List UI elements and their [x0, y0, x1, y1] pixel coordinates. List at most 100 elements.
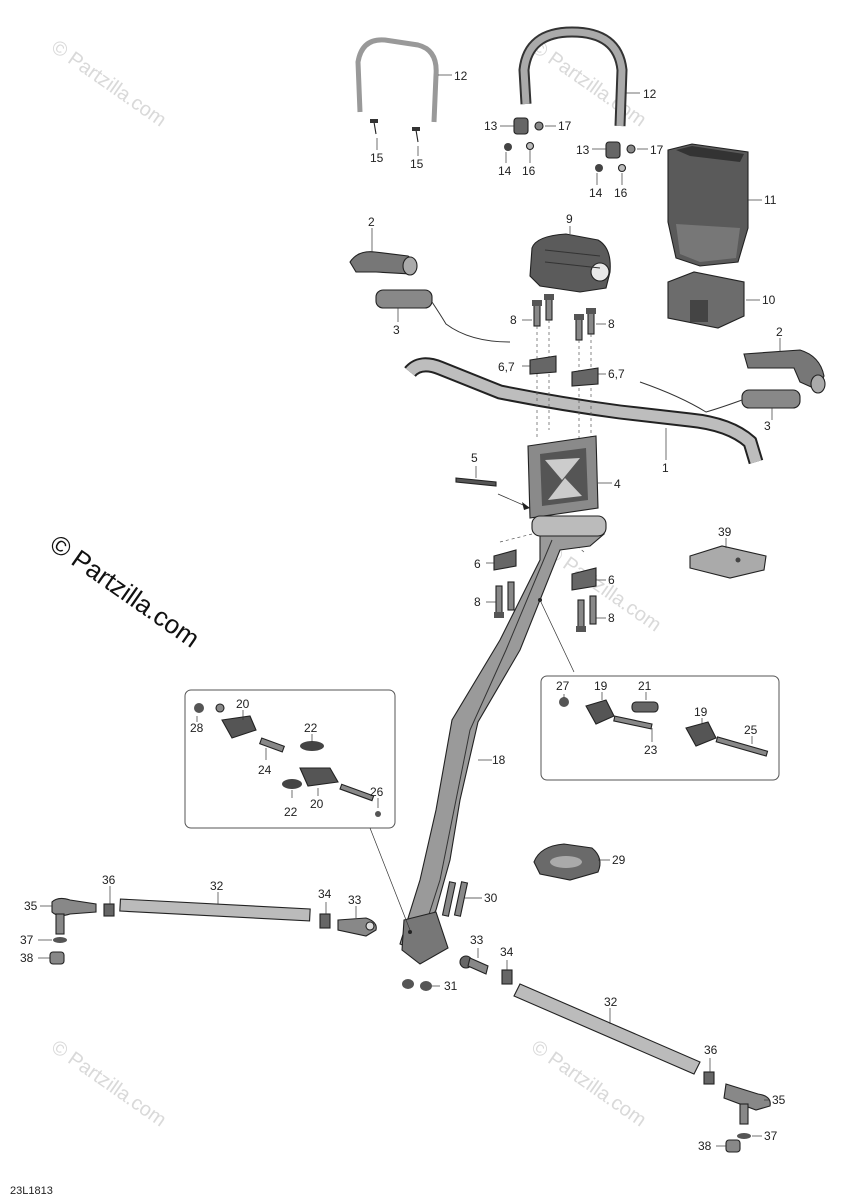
label-27: 27 — [556, 679, 570, 693]
label-8-top-left: 8 — [510, 313, 517, 327]
part-35-tie-rod-end-right — [723, 1083, 771, 1125]
label-15-right: 15 — [410, 157, 424, 171]
watermark-bottom-right: © Partzilla.com — [527, 1036, 650, 1131]
label-5: 5 — [471, 451, 478, 465]
part-6-7-clamps-top — [522, 355, 606, 387]
label-34-right: 34 — [500, 945, 514, 959]
label-16-a: 16 — [522, 164, 536, 178]
part-38-nut-left — [38, 951, 65, 965]
label-11: 11 — [764, 193, 777, 207]
label-22-b: 22 — [284, 805, 298, 819]
part-3-heated-grip-left — [375, 289, 511, 343]
watermark-bottom-left: © Partzilla.com — [47, 1036, 170, 1131]
label-6-7-right: 6,7 — [608, 367, 625, 381]
label-14-a: 14 — [498, 164, 512, 178]
label-8-top-right: 8 — [608, 317, 615, 331]
label-24: 24 — [258, 763, 272, 777]
label-29: 29 — [612, 853, 626, 867]
label-15-left: 15 — [370, 151, 384, 165]
part-36-nut-right — [703, 1058, 715, 1085]
label-4: 4 — [614, 477, 621, 491]
part-11-handlebar-cover — [667, 143, 762, 267]
label-16-b: 16 — [614, 186, 628, 200]
label-6-7-left: 6,7 — [498, 360, 515, 374]
part-32-tie-rod-left — [119, 892, 311, 922]
label-35-right: 35 — [772, 1093, 786, 1107]
label-12-right: 12 — [643, 87, 657, 101]
part-33-rod-end-right — [459, 948, 489, 975]
label-23: 23 — [644, 743, 658, 757]
diagram-code: 23L1813 — [10, 1185, 53, 1197]
part-30-bolts — [441, 881, 482, 917]
label-13-a: 13 — [484, 119, 498, 133]
watermark-main: © Partzilla.com — [45, 528, 206, 653]
label-22-a: 22 — [304, 721, 318, 735]
label-38-right: 38 — [698, 1139, 712, 1153]
label-20-a: 20 — [236, 697, 250, 711]
clamp-set-1 — [500, 117, 556, 163]
label-17-b: 17 — [650, 143, 664, 157]
part-4-riser-block — [527, 435, 612, 519]
part-35-tie-rod-end-left — [40, 897, 97, 935]
label-3-right: 3 — [764, 419, 771, 433]
part-6-lower-clamps — [486, 531, 606, 591]
part-36-nut-left — [103, 886, 115, 917]
label-37-right: 37 — [764, 1129, 778, 1143]
part-12-hoop-right — [518, 26, 640, 127]
label-32-left: 32 — [210, 879, 224, 893]
label-1: 1 — [662, 461, 669, 475]
part-38-nut-right — [716, 1139, 741, 1153]
part-39-plate — [689, 538, 767, 579]
label-12-left: 12 — [454, 69, 468, 83]
part-3-heated-grip-right — [639, 381, 801, 420]
label-26: 26 — [370, 785, 384, 799]
label-25: 25 — [744, 723, 758, 737]
label-33-left: 33 — [348, 893, 362, 907]
part-29-bracket — [533, 843, 610, 881]
part-9-crossbar-pad — [529, 226, 611, 293]
part-10-pad — [667, 271, 760, 329]
label-19-b: 19 — [694, 705, 708, 719]
part-8-bolts-top — [522, 294, 606, 448]
label-17-a: 17 — [558, 119, 572, 133]
callout-labels: 12 15 15 12 13 17 14 16 13 17 14 16 11 9… — [20, 69, 786, 1153]
part-2-grip-right — [743, 338, 826, 394]
part-37-washer-right — [737, 1133, 762, 1139]
label-35-left: 35 — [24, 899, 38, 913]
label-6-lower-right: 6 — [608, 573, 615, 587]
part-15-screws — [370, 119, 420, 156]
inset-box-left — [184, 689, 412, 934]
label-30: 30 — [484, 891, 498, 905]
label-13-b: 13 — [576, 143, 590, 157]
label-2-left: 2 — [368, 215, 375, 229]
label-39: 39 — [718, 525, 732, 539]
part-1-handlebar — [404, 357, 764, 465]
label-10: 10 — [762, 293, 776, 307]
part-34-nut-left — [319, 902, 331, 929]
part-12-handguard-left — [355, 37, 452, 123]
label-8-lower-right: 8 — [608, 611, 615, 625]
part-37-washer-left — [38, 937, 67, 943]
label-31: 31 — [444, 979, 458, 993]
label-14-b: 14 — [589, 186, 603, 200]
label-8-lower-left: 8 — [474, 595, 481, 609]
watermark-top-left: © Partzilla.com — [47, 36, 170, 131]
part-8-lower-bolts — [486, 581, 606, 632]
label-36-right: 36 — [704, 1043, 718, 1057]
label-18: 18 — [492, 753, 506, 767]
label-32-right: 32 — [604, 995, 618, 1009]
inset-box-right — [540, 675, 780, 781]
part-31-nuts — [402, 979, 440, 991]
label-28: 28 — [190, 721, 204, 735]
part-33-rod-end-left — [337, 906, 377, 937]
label-33-right: 33 — [470, 933, 484, 947]
label-2-right: 2 — [776, 325, 783, 339]
watermark-middle: © Partzilla.com — [542, 541, 665, 636]
clamp-set-2 — [592, 141, 648, 185]
part-32-tie-rod-right — [513, 983, 701, 1075]
label-3-left: 3 — [393, 323, 400, 337]
label-34-left: 34 — [318, 887, 332, 901]
label-9: 9 — [566, 212, 573, 226]
label-21: 21 — [638, 679, 652, 693]
label-37-left: 37 — [20, 933, 34, 947]
